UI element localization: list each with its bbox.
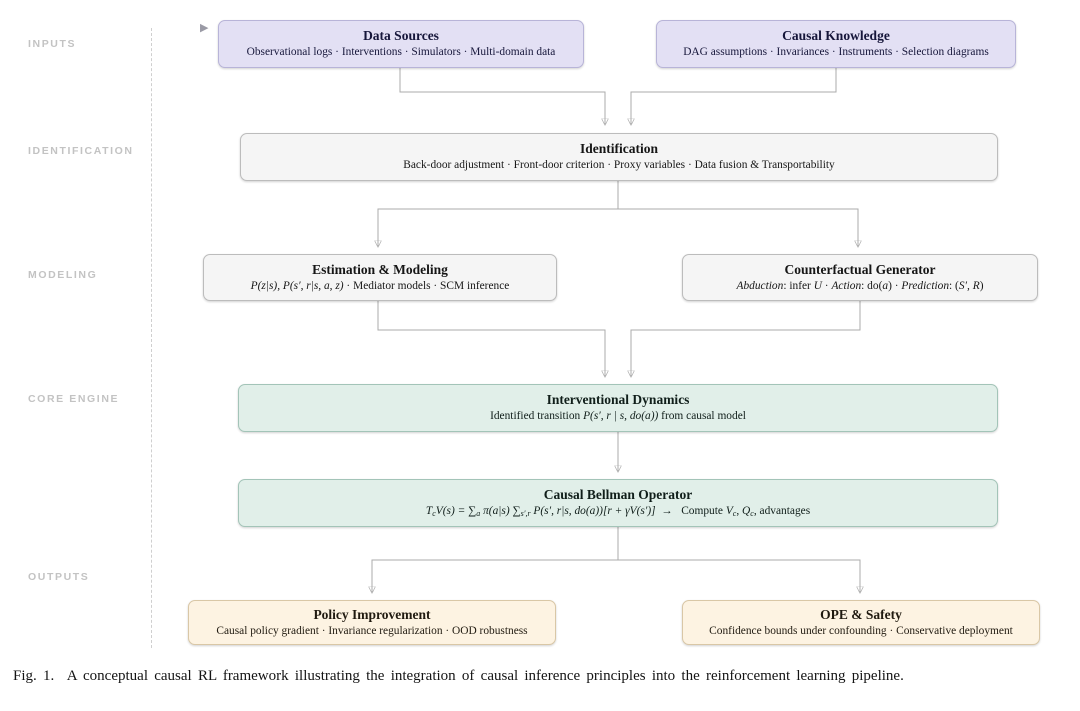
node-title: OPE & Safety [820, 606, 902, 622]
stage-label-identification: IDENTIFICATION [28, 145, 134, 157]
node-causal-bellman-operator: Causal Bellman Operator TcV(s) = ∑a π(a|… [238, 479, 998, 527]
node-subtitle: TcV(s) = ∑a π(a|s) ∑s′,r P(s′, r|s, do(a… [425, 504, 811, 518]
node-subtitle: Back-door adjustment · Front-door criter… [403, 159, 835, 172]
input-pointer-icon: ▶ [200, 21, 209, 34]
figure-caption: Fig. 1. A conceptual causal RL framework… [13, 668, 904, 684]
node-data-sources: Data Sources Observational logs · Interv… [218, 20, 584, 68]
node-identification: Identification Back-door adjustment · Fr… [240, 133, 998, 181]
node-subtitle: Abduction: infer U · Action: do(a) · Pre… [736, 279, 984, 292]
node-title: Identification [579, 141, 658, 157]
stage-divider-dashed-line [151, 28, 152, 648]
connector-identification-estimation [378, 181, 619, 246]
connector-causalknowledge-identification [631, 68, 837, 124]
node-causal-knowledge: Causal Knowledge DAG assumptions · Invar… [656, 20, 1016, 68]
node-counterfactual-generator: Counterfactual Generator Abduction: infe… [682, 254, 1038, 301]
node-title: Estimation & Modeling [312, 261, 448, 277]
node-estimation-modeling: Estimation & Modeling P(z|s), P(s′, r|s,… [203, 254, 557, 301]
node-subtitle: P(z|s), P(s′, r|s, a, z) · Mediator mode… [250, 279, 510, 292]
node-ope-safety: OPE & Safety Confidence bounds under con… [682, 600, 1040, 645]
node-policy-improvement: Policy Improvement Causal policy gradien… [188, 600, 556, 645]
node-subtitle: Identified transition P(s′, r | s, do(a)… [490, 410, 746, 423]
node-interventional-dynamics: Interventional Dynamics Identified trans… [238, 384, 998, 432]
connector-estimation-interventional [377, 301, 605, 376]
node-subtitle: Confidence bounds under confounding · Co… [709, 624, 1013, 637]
node-title: Counterfactual Generator [784, 261, 936, 277]
stage-label-inputs: INPUTS [28, 38, 77, 50]
node-title: Interventional Dynamics [546, 392, 690, 408]
connector-counterfactual-interventional [631, 301, 861, 376]
stage-label-core-engine: CORE ENGINE [28, 393, 120, 405]
node-title: Causal Bellman Operator [543, 486, 693, 502]
node-subtitle: Causal policy gradient · Invariance regu… [216, 624, 528, 637]
stage-label-modeling: MODELING [28, 269, 98, 281]
connector-datasources-identification [399, 68, 605, 124]
connector-bellman-policy [372, 527, 619, 592]
node-title: Policy Improvement [313, 606, 431, 622]
node-subtitle: DAG assumptions · Invariances · Instrume… [683, 46, 989, 59]
node-title: Data Sources [363, 28, 439, 44]
stage-label-outputs: OUTPUTS [28, 571, 90, 583]
connector-identification-counterfactual [618, 208, 858, 246]
node-title: Causal Knowledge [782, 28, 890, 44]
node-subtitle: Observational logs · Interventions · Sim… [246, 46, 556, 59]
connector-bellman-ope [618, 559, 860, 592]
